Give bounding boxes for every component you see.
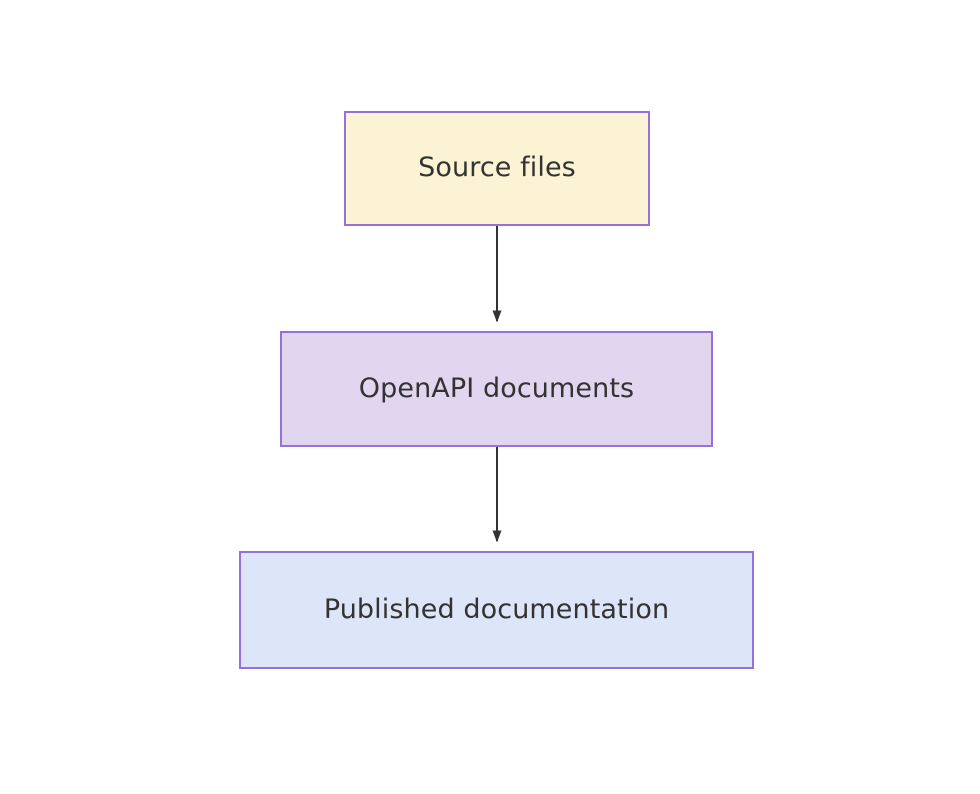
node-source-files-label: Source files [418,152,576,184]
node-published-documentation-label: Published documentation [323,593,670,625]
node-published-documentation[interactable]: Published documentation [239,551,754,669]
node-openapi-documents[interactable]: OpenAPI documents [280,331,713,447]
node-openapi-documents-label: OpenAPI documents [358,372,635,404]
node-source-files[interactable]: Source files [344,111,650,226]
